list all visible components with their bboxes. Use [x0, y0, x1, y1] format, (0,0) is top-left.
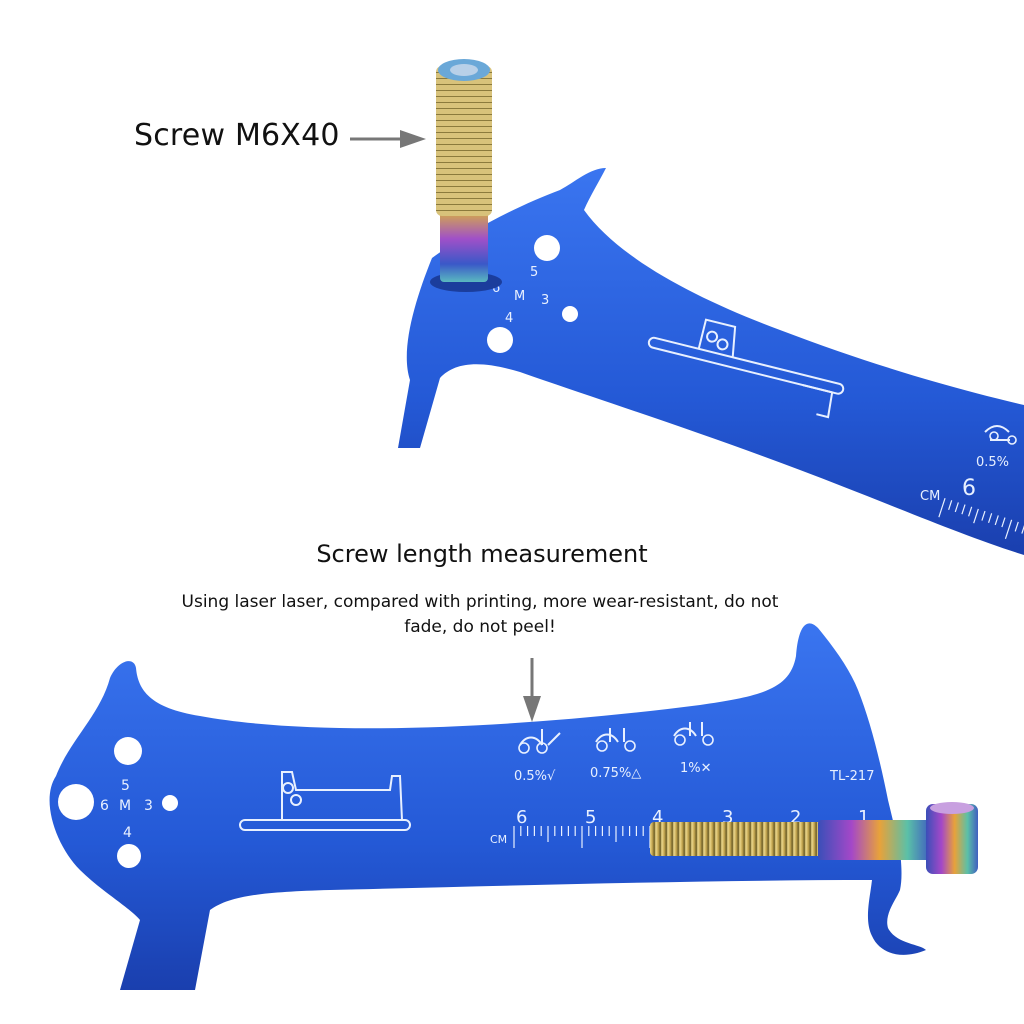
- scale-tick: [987, 513, 993, 523]
- scale-tick: [973, 508, 979, 524]
- scale-tick: [968, 506, 973, 517]
- top-wear-mark-icon: [984, 425, 1017, 445]
- top-screw-shank: [440, 210, 488, 282]
- top-hole-mark: 6: [492, 281, 500, 296]
- bottom-tool: 5 6 M 3 4 0.5%√ 0.75%△ 1: [49, 623, 978, 990]
- wear-label-1: 1%✕: [680, 761, 712, 776]
- top-hole-large-icon: [534, 235, 560, 261]
- bottom-screw: [650, 802, 978, 874]
- top-hole-mark: M: [514, 289, 525, 304]
- wear-mark-075-icon: [595, 728, 636, 752]
- top-screw-thread: [436, 66, 492, 216]
- wear-mark-05-icon: [518, 729, 561, 754]
- top-wear-label: 0.5%: [976, 455, 1009, 470]
- scale-ticks: [513, 826, 651, 848]
- scale-tick: [938, 497, 946, 518]
- scale-tick: [1004, 519, 1013, 539]
- scale-tick: [961, 504, 966, 515]
- bottom-hole-large-icon: [114, 737, 142, 765]
- scale-unit: CM: [490, 833, 507, 846]
- screw-label: Screw M6X40: [134, 118, 340, 153]
- wear-label-075: 0.75%△: [590, 766, 641, 781]
- top-scale-number: 6: [962, 476, 976, 501]
- scale-tick: [981, 510, 986, 521]
- model-label: TL-217: [829, 769, 874, 784]
- bottom-screw-thread: [650, 822, 822, 856]
- top-hole-small-icon: [562, 306, 578, 322]
- top-hole-mark: 4: [505, 311, 513, 326]
- scale-tick: [1014, 521, 1019, 532]
- scale-tick: [1001, 517, 1006, 528]
- scale-number: 5: [585, 807, 596, 828]
- top-screw: [430, 59, 502, 292]
- bottom-screw-head: [926, 804, 978, 874]
- scale-number: 4: [652, 807, 663, 828]
- wear-label-05: 0.5%√: [514, 769, 556, 784]
- top-hole-mark: 5: [530, 265, 538, 280]
- top-scale-ticks: [938, 497, 1024, 539]
- wear-mark-1-icon: [673, 722, 714, 746]
- bottom-hole-xlarge-icon: [58, 784, 94, 820]
- top-chain-gauge-icon: [647, 318, 845, 419]
- bottom-hole-medium-icon: [117, 844, 141, 868]
- scale-number: 2: [790, 807, 801, 828]
- bottom-hole-mark: 5: [121, 778, 130, 794]
- bottom-tool-body: [49, 623, 926, 990]
- scale-tick: [994, 515, 999, 526]
- scale-tick: [1021, 523, 1024, 534]
- scale-number: 6: [516, 807, 527, 828]
- length-title: Screw length measurement: [316, 540, 648, 568]
- bottom-chain-gauge-icon: [239, 771, 411, 831]
- top-scale-unit: CM: [920, 489, 940, 504]
- top-hole-mark: 3: [541, 293, 549, 308]
- laser-note: Using laser laser, compared with printin…: [181, 592, 779, 637]
- scale-number: 3: [722, 807, 733, 828]
- bottom-screw-shank: [818, 820, 930, 860]
- bottom-hole-mark: 4: [123, 825, 132, 841]
- bottom-hole-mark: 6: [100, 798, 109, 814]
- scale-tick: [954, 502, 959, 513]
- bottom-hole-mark: 3: [144, 798, 153, 814]
- scale-number: 1: [858, 807, 869, 828]
- screw-pointer-arrow-icon: [350, 130, 426, 148]
- wear-pointer-arrow-icon: [523, 658, 541, 722]
- bottom-hole-small-icon: [162, 795, 178, 811]
- top-tool: 5 6 M 3 4 0.5% CM 6: [398, 59, 1024, 555]
- top-hole-medium-icon: [487, 327, 513, 353]
- bottom-hole-mark: M: [119, 798, 131, 814]
- scale-tick: [948, 500, 953, 510]
